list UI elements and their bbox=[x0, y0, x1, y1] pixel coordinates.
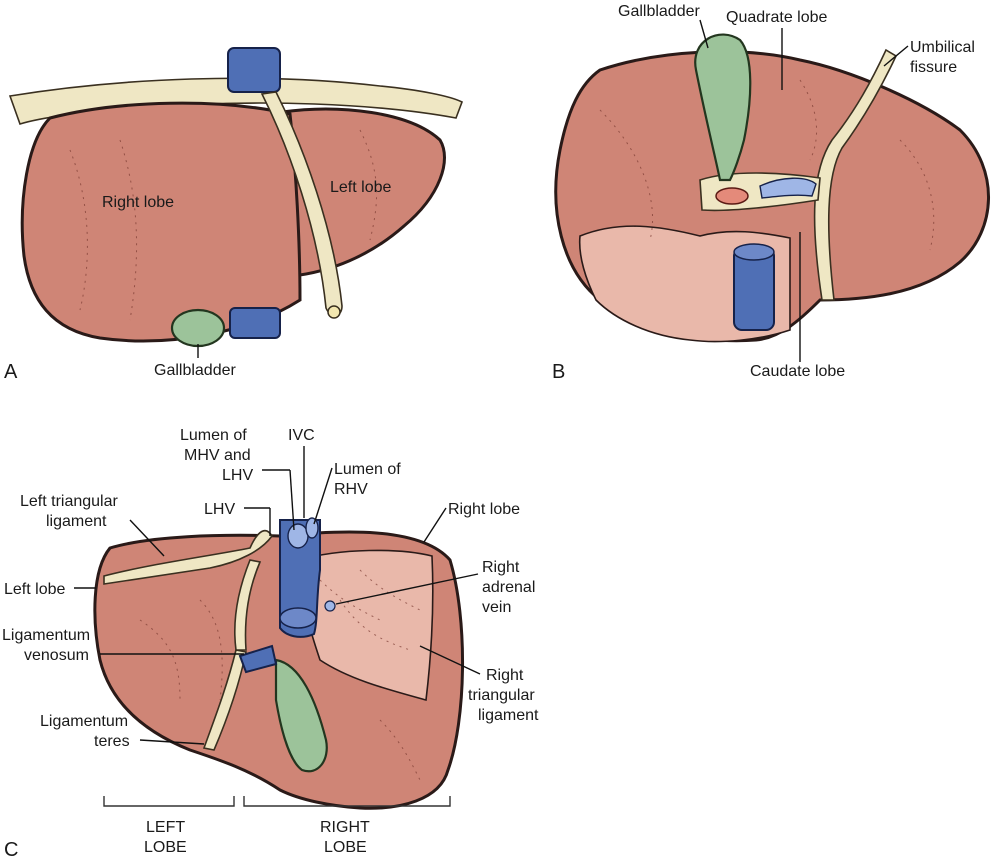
panel-b: Gallbladder Quadrate lobe Umbilical fiss… bbox=[552, 3, 990, 383]
panel-c-lig-teres-label-1: Ligamentum bbox=[40, 713, 128, 730]
panel-c-right-adrenal-label-3: vein bbox=[482, 599, 511, 616]
panel-c-gallbladder bbox=[274, 658, 328, 773]
panel-c-lig-venosum-label-2: venosum bbox=[24, 647, 89, 664]
panel-c-right-adrenal-leader bbox=[335, 573, 479, 605]
panel-c-lig-venosum-label-1: Ligamentum bbox=[2, 627, 90, 644]
panel-b-gallbladder bbox=[694, 33, 752, 182]
panel-b-caudate-lobe-label: Caudate lobe bbox=[750, 363, 845, 380]
panel-c-left-tri-lig-leader bbox=[129, 519, 165, 557]
panel-c-right-lobe-leader bbox=[423, 507, 447, 543]
panel-c-left-tri-lig-label-1: Left triangular bbox=[20, 493, 119, 510]
panel-c-ligamentum-venosum bbox=[233, 559, 262, 651]
panel-a-ligament-tip bbox=[327, 305, 341, 319]
panel-a-letter: A bbox=[4, 361, 18, 383]
panel-b-gallbladder-leader bbox=[699, 19, 709, 49]
panel-b-portal-vein bbox=[759, 177, 817, 199]
panel-c-portal-vein bbox=[238, 644, 278, 674]
panel-c-right-adrenal-label-2: adrenal bbox=[482, 579, 535, 596]
panel-c-right-lobe-caption-1: RIGHT bbox=[320, 819, 370, 836]
panel-c-ivc bbox=[279, 519, 321, 638]
panel-c-lumen-rhv-label-2: RHV bbox=[334, 481, 368, 498]
panel-c-lumen-rhv-label-1: Lumen of bbox=[334, 461, 401, 478]
panel-b-hepatic-artery bbox=[715, 187, 749, 205]
panel-a-right-lobe-shape bbox=[20, 101, 302, 343]
panel-c-right-lobe-label: Right lobe bbox=[448, 501, 520, 518]
panel-a-gallbladder bbox=[170, 308, 226, 348]
panel-c-left-lobe-caption-2: LOBE bbox=[144, 839, 187, 856]
panel-c-left-triangular-ligament bbox=[103, 529, 273, 585]
panel-c-lig-teres-label-2: teres bbox=[94, 733, 130, 750]
panel-a-gallbladder-label: Gallbladder bbox=[154, 362, 237, 379]
panel-c-texture bbox=[139, 599, 421, 781]
panel-a-ivc-top bbox=[227, 47, 281, 93]
panel-c-right-lobe-caption-2: LOBE bbox=[324, 839, 367, 856]
panel-c-right-adrenal-label-1: Right bbox=[482, 559, 520, 576]
panel-c-lig-teres-leader bbox=[139, 739, 205, 745]
panel-b-texture bbox=[599, 79, 935, 251]
panel-b-ivc-lumen bbox=[733, 243, 775, 261]
panel-c-right-lobe-bracket bbox=[243, 796, 451, 807]
panel-c-ivc-lower bbox=[279, 607, 317, 629]
panel-b-umbilical-fissure-ligament bbox=[813, 48, 898, 301]
panel-c-ligamentum-teres bbox=[202, 649, 247, 751]
panel-b-quadrate-lobe-label: Quadrate lobe bbox=[726, 9, 828, 26]
panel-b-gallbladder-label: Gallbladder bbox=[618, 3, 701, 20]
panel-c-left-lobe-label: Left lobe bbox=[4, 581, 65, 598]
panel-c-bare-texture bbox=[319, 569, 421, 651]
panel-c-lumen-mhv-leader-v bbox=[289, 469, 295, 531]
panel-c-ivc-label: IVC bbox=[288, 427, 315, 444]
panel-c-left-tri-lig-label-2: ligament bbox=[46, 513, 107, 530]
panel-c-right-tri-lig-label-1: Right bbox=[486, 667, 524, 684]
panel-c-letter: C bbox=[4, 839, 18, 861]
panel-c-lumen-mhv-lhv bbox=[287, 523, 309, 549]
panel-a-texture bbox=[69, 129, 377, 321]
panel-c-lumen-mhv-label-2: MHV and bbox=[184, 447, 251, 464]
panel-c: Lumen of MHV and LHV IVC Lumen of RHV Le… bbox=[2, 427, 539, 861]
panel-b-umbilical-label-1: Umbilical bbox=[910, 39, 975, 56]
panel-b-umbilical-label-2: fissure bbox=[910, 59, 957, 76]
panel-c-lumen-mhv-label-1: Lumen of bbox=[180, 427, 247, 444]
panel-c-right-tri-lig-label-3: ligament bbox=[478, 707, 539, 724]
panel-b-letter: B bbox=[552, 361, 565, 383]
panel-b-umbilical-leader bbox=[883, 45, 909, 67]
panel-c-right-tri-lig-leader bbox=[419, 645, 481, 675]
panel-c-right-adrenal-vein bbox=[324, 600, 336, 612]
panel-c-lumen-mhv-label-3: LHV bbox=[222, 467, 253, 484]
panel-c-lhv-label: LHV bbox=[204, 501, 235, 518]
panel-c-right-tri-lig-label-2: triangular bbox=[468, 687, 535, 704]
panel-c-lumen-rhv bbox=[305, 517, 319, 539]
panel-c-left-lobe-caption-1: LEFT bbox=[146, 819, 185, 836]
panel-a-right-lobe-label: Right lobe bbox=[102, 194, 174, 211]
panel-c-left-lobe-bracket bbox=[103, 796, 235, 807]
panel-a-ivc-bottom bbox=[229, 307, 281, 339]
panel-a: Right lobe Left lobe Gallbladder A bbox=[4, 47, 464, 383]
panel-a-left-lobe-label: Left lobe bbox=[330, 179, 391, 196]
panel-c-bare-area bbox=[299, 549, 434, 702]
panel-c-lumen-rhv-leader bbox=[313, 467, 333, 525]
